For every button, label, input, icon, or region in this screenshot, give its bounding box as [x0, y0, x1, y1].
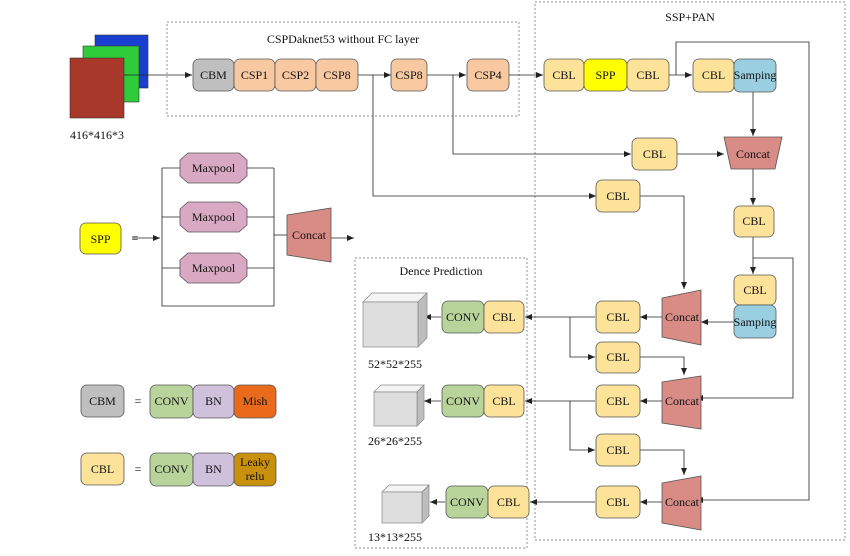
neck-cbl-pan-3 [595, 384, 641, 418]
csp8-block-second-label: CSP8 [395, 68, 422, 82]
cbm-block-label: CBM [200, 68, 227, 82]
neck-cbl-pan-3-label: CBL [606, 394, 629, 408]
output-cube-13-icon [381, 484, 430, 524]
neck-samping-bottom [733, 304, 777, 339]
neck-cbl-branch-label: CBL [606, 189, 629, 203]
legend-cbm-label: CBM [89, 394, 116, 408]
neck-concat-pan-1-label: Concat [665, 310, 700, 324]
legend-maxpool-2 [179, 201, 248, 233]
output-size-13: 13*13*255 [368, 530, 422, 544]
legend-cbl-relu-label: relu [246, 469, 265, 483]
neck-cbl-pan-4 [595, 433, 641, 467]
neck-cbl-after-spp-label: CBL [636, 68, 659, 82]
legend-maxpool-3 [179, 252, 248, 284]
neck-cbl-branch [595, 179, 641, 213]
neck-samping-top [733, 58, 777, 93]
neck-cbl-top-right-label: CBL [702, 68, 725, 82]
head-2-conv-label: CONV [446, 394, 480, 408]
output-cube-52-icon [362, 292, 428, 348]
csp1-block-label: CSP1 [241, 68, 268, 82]
neck-concat-pan-1 [661, 289, 702, 346]
legend-cbm-mish [233, 384, 277, 419]
input-image-stack-icon [69, 34, 149, 119]
neck-cbl-pan-5-label: CBL [606, 495, 629, 509]
csp8-block-second [390, 58, 428, 92]
neck-cbl-pan-1 [595, 300, 641, 334]
neck-cbl-right [733, 205, 775, 238]
input-size-label: 416*416*3 [70, 128, 124, 142]
neck-samping-top-label: Samping [734, 68, 777, 82]
legend-cbl: CBL = CONV BN Leaky relu [80, 452, 277, 487]
neck-cbl-pan-1-label: CBL [606, 310, 629, 324]
legend-cbm-mish-label: Mish [243, 394, 268, 408]
neck-cbl-before-spp-label: CBL [552, 68, 575, 82]
head-3-cbl [487, 485, 530, 519]
legend-concat-label: Concat [292, 228, 327, 242]
neck-blocks: CBL SPP CBL CBL Samping CBL Concat CBL C… [543, 58, 783, 531]
neck-cbl-before-samping-label: CBL [743, 283, 766, 297]
legend-cbl-block [80, 452, 125, 486]
legend-cbl-leaky-label: Leaky [240, 455, 270, 469]
backbone-frame [166, 21, 520, 117]
neck-cbl-right-label: CBL [742, 214, 765, 228]
backbone-title: CSPDaknet53 without FC layer [267, 32, 419, 46]
head-2-cbl-label: CBL [492, 394, 515, 408]
neck-concat-top-label: Concat [736, 147, 771, 161]
legend-spp: SPP = Maxpool Maxpool Maxpool Concat [79, 152, 332, 284]
neck-cbl-pan-2-label: CBL [606, 350, 629, 364]
head-3-cbl-label: CBL [497, 495, 520, 509]
neck-title: SSP+PAN [665, 10, 715, 24]
neck-samping-bottom-label: Samping [734, 315, 777, 329]
head-2-cbl [483, 384, 525, 418]
legend-maxpool-2-label: Maxpool [192, 210, 236, 224]
legend-spp-block [79, 222, 122, 255]
output-size-26: 26*26*255 [368, 434, 422, 448]
output-cube-26-icon [373, 384, 425, 427]
neck-concat-pan-2 [661, 375, 702, 430]
head-3-conv-label: CONV [450, 495, 484, 509]
backbone-blocks: CBM CSP1 CSP2 CSP8 CSP8 CSP4 [192, 58, 510, 92]
head-1-conv-label: CONV [446, 310, 480, 324]
output-size-52: 52*52*255 [368, 357, 422, 371]
legend-cbl-equals: = [135, 462, 142, 476]
legend-maxpool-3-label: Maxpool [192, 261, 236, 275]
legend-spp-label: SPP [90, 232, 110, 246]
csp4-block [466, 58, 510, 92]
legend-maxpool-1 [179, 152, 248, 184]
neck-concat-pan-3 [661, 475, 702, 531]
legend-concat [286, 207, 332, 263]
head-1-cbl [483, 300, 525, 334]
neck-cbl-middle [631, 137, 678, 171]
csp4-block-label: CSP4 [474, 68, 501, 82]
legend-cbl-conv-label: CONV [154, 462, 188, 476]
legend-cbm: CBM = CONV BN Mish [80, 384, 277, 419]
neck-cbl-pan-5 [595, 485, 641, 519]
neck-concat-top [723, 136, 783, 170]
neck-cbl-pan-2 [595, 341, 641, 374]
neck-spp-label: SPP [595, 68, 615, 82]
legend-cbm-block [80, 384, 125, 418]
csp2-block-label: CSP2 [282, 68, 309, 82]
legend-cbm-bn-label: BN [205, 394, 222, 408]
legend-cbm-conv-label: CONV [154, 394, 188, 408]
legend-cbl-leaky-relu [233, 452, 277, 487]
prediction-heads: CONV CBL 52*52*255 CONV CBL 26*26*255 CO… [362, 292, 530, 544]
csp8-block-first-label: CSP8 [323, 68, 350, 82]
legend-cbm-equals: = [135, 394, 142, 408]
neck-cbl-pan-4-label: CBL [606, 443, 629, 457]
prediction-title: Dence Prediction [400, 264, 483, 278]
legend-cbl-label: CBL [91, 462, 114, 476]
neck-concat-pan-3-label: Concat [665, 495, 700, 509]
legend-maxpool-1-label: Maxpool [192, 161, 236, 175]
neck-concat-pan-2-label: Concat [665, 394, 700, 408]
neck-cbl-after-spp [626, 58, 670, 92]
neck-cbl-middle-label: CBL [643, 147, 666, 161]
head-1-cbl-label: CBL [492, 310, 515, 324]
legend-spp-equals: = [132, 231, 139, 245]
csp8-block-first [315, 58, 359, 92]
legend-cbl-bn-label: BN [205, 462, 222, 476]
